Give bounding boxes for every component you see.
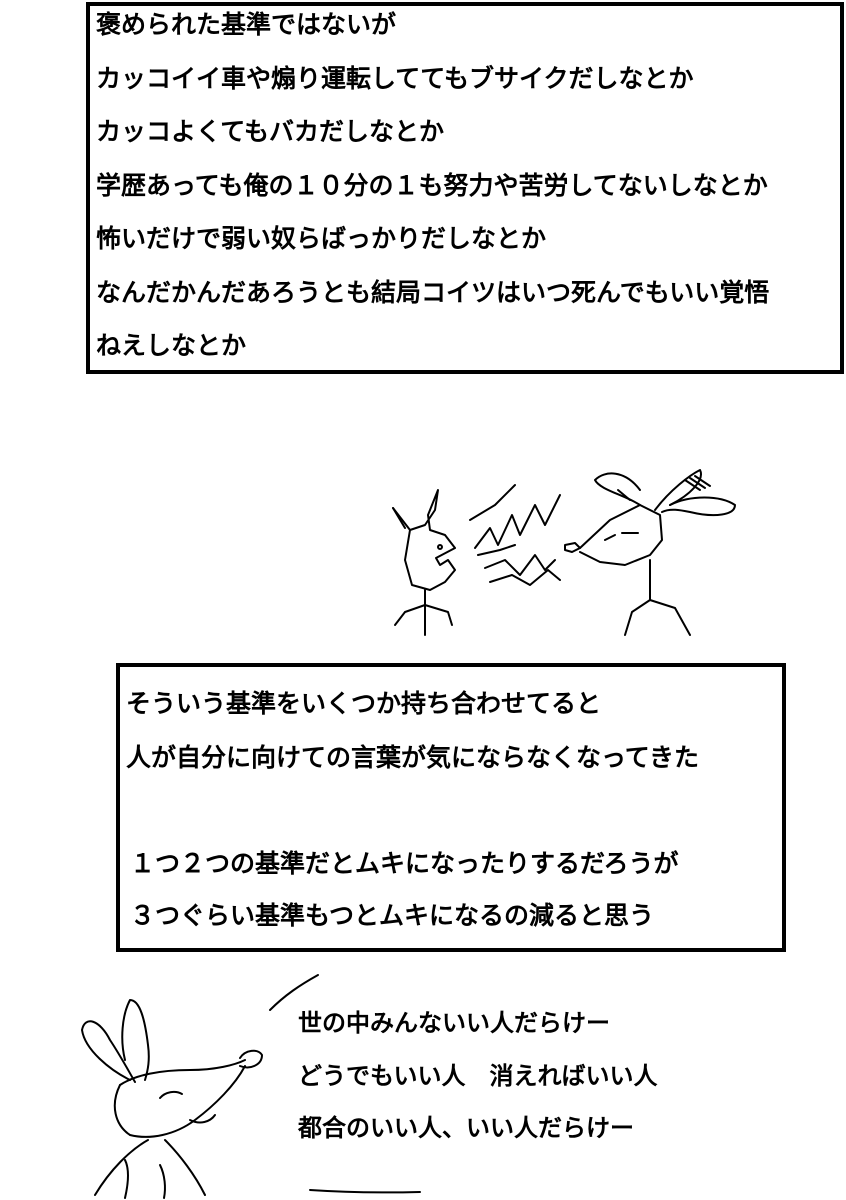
middle-panel-line-4: ３つぐらい基準もつとムキになるの減ると思う xyxy=(130,901,655,930)
top-text-panel: 褒められた基準ではないが カッコイイ車や煽り運転しててもブサイクだしなとか カッ… xyxy=(86,2,844,374)
left-character-drawing xyxy=(392,489,456,636)
middle-panel-line-1: そういう基準をいくつか持ち合わせてると xyxy=(126,689,602,718)
middle-panel-line-2: 人が自分に向けての言葉が気にならなくなってきた xyxy=(126,743,700,772)
top-panel-line-6: なんだかんだあろうとも結局コイツはいつ死んでもいい覚悟 xyxy=(96,278,770,307)
bottom-character-drawing xyxy=(81,974,421,1199)
middle-text-panel: そういう基準をいくつか持ち合わせてると 人が自分に向けての言葉が気にならなくなっ… xyxy=(116,663,786,952)
top-panel-line-7: ねえしなとか xyxy=(96,331,247,360)
top-panel-line-3: カッコよくてもバカだしなとか xyxy=(96,117,445,146)
top-panel-line-2: カッコイイ車や煽り運転しててもブサイクだしなとか xyxy=(96,64,694,93)
speech-line-1: 世の中みんないい人だらけー xyxy=(298,1009,610,1037)
speech-line-3: 都合のいい人、いい人だらけー xyxy=(298,1114,634,1142)
speech-line-2: どうでもいい人 消えればいい人 xyxy=(298,1062,658,1090)
right-character-drawing xyxy=(564,469,736,636)
top-panel-line-4: 学歴あっても俺の１０分の１も努力や苦労してないしなとか xyxy=(96,171,768,200)
top-panel-line-5: 怖いだけで弱い奴らばっかりだしなとか xyxy=(96,224,547,253)
anger-lightning-drawing xyxy=(469,484,561,586)
top-panel-line-1: 褒められた基準ではないが xyxy=(96,10,397,39)
middle-panel-line-3: １つ２つの基準だとムキになったりするだろうが xyxy=(130,849,679,878)
